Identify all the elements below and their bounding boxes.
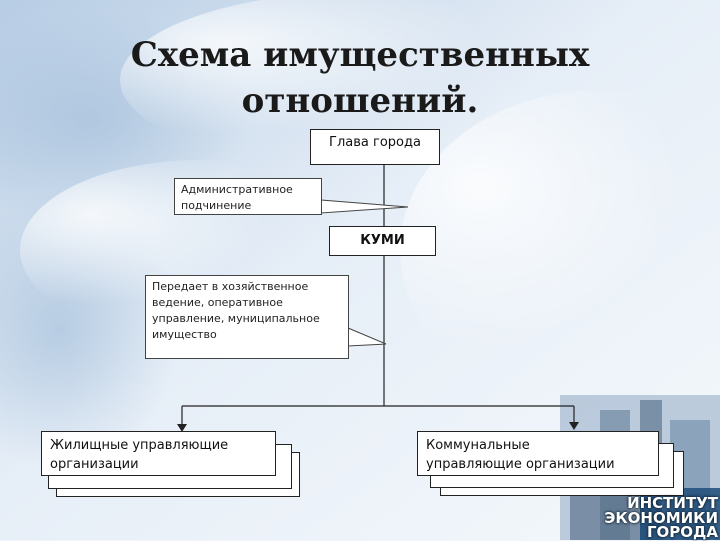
head-of-city-label: Глава города <box>329 135 421 150</box>
communal-label-line-1: Коммунальные <box>426 438 530 453</box>
communal-label-line-2: управляющие организации <box>426 457 615 472</box>
kumi-label: КУМИ <box>360 233 405 248</box>
institute-logo-line-3: ГОРОДА <box>646 523 718 541</box>
head-of-city-box: Глава города <box>310 129 440 165</box>
admin-callout-line-2: подчинение <box>181 199 252 212</box>
property-transfer-callout: Передает в хозяйственное ведение, операт… <box>145 275 349 359</box>
admin-subordination-callout: Административное подчинение <box>174 178 322 215</box>
page-title-line-1: Схема имущественных <box>130 35 590 75</box>
page-title-line-2: отношений. <box>241 81 479 121</box>
institute-logo-line-2: ЭКОНОМИКИ <box>604 509 718 527</box>
admin-callout-line-1: Административное <box>181 183 293 196</box>
transfer-callout-line-2: ведение, оперативное <box>152 296 283 309</box>
housing-label-line-2: организации <box>50 457 139 472</box>
transfer-callout-line-3: управление, муниципальное <box>152 312 320 325</box>
housing-organizations-box: Жилищные управляющие организации <box>41 431 276 476</box>
transfer-callout-line-1: Передает в хозяйственное <box>152 280 309 293</box>
institute-logo-line-1: ИНСТИТУТ <box>627 494 718 512</box>
transfer-callout-line-4: имущество <box>152 328 217 341</box>
communal-organizations-box: Коммунальные управляющие организации <box>417 431 659 476</box>
housing-label-line-1: Жилищные управляющие <box>50 438 229 453</box>
kumi-box: КУМИ <box>329 226 436 256</box>
